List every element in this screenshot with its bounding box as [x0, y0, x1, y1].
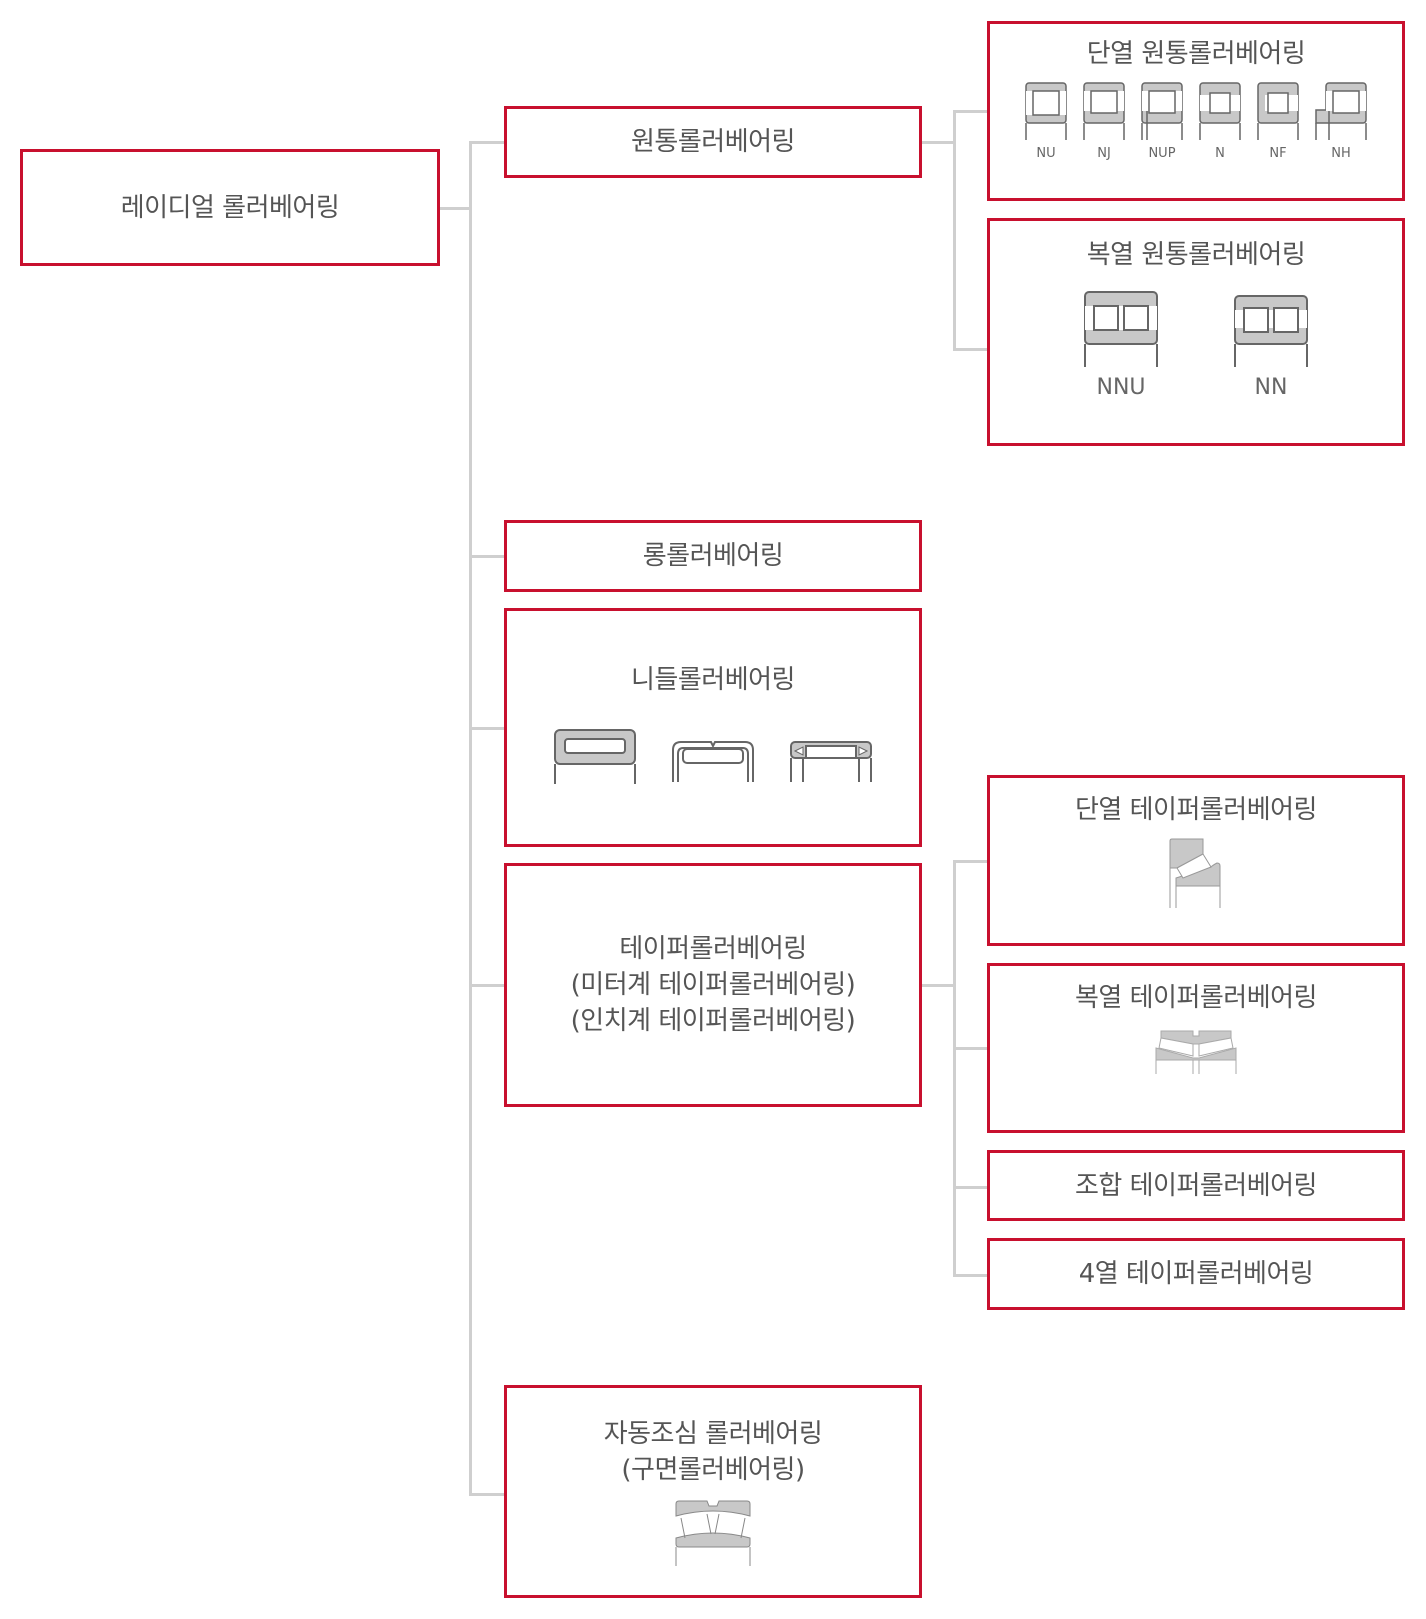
single-row-tapered-label: 단열 테이퍼롤러베어링	[1075, 795, 1317, 825]
connector-spherical	[469, 1493, 504, 1496]
type-NJ-label: NJ	[1097, 146, 1111, 161]
root-label: 레이디얼 롤러베어링	[120, 192, 340, 223]
type-NF: NF	[1257, 82, 1299, 161]
node-cylindrical[interactable]: 원통롤러베어링	[504, 106, 922, 178]
type-NJ: NJ	[1083, 82, 1125, 161]
needle-drawn-cup-icon-3	[790, 740, 872, 782]
node-combined-tapered[interactable]: 조합 테이퍼롤러베어링	[987, 1150, 1405, 1221]
node-double-row-tapered[interactable]: 복열 테이퍼롤러베어링	[987, 963, 1405, 1133]
single-row-cylindrical-label: 단열 원통롤러베어링	[1086, 39, 1306, 69]
type-NU-label: NU	[1036, 146, 1056, 161]
spherical-label-line1: 자동조심 롤러베어링	[603, 1418, 823, 1449]
connector-root	[440, 207, 471, 210]
nup-bearing-icon	[1141, 82, 1183, 140]
nj-bearing-icon	[1083, 82, 1125, 140]
root-node: 레이디얼 롤러베어링	[20, 149, 440, 266]
type-NNU: NNU	[1084, 291, 1158, 400]
node-single-row-tapered[interactable]: 단열 테이퍼롤러베어링	[987, 775, 1405, 946]
type-N-label: N	[1215, 146, 1225, 161]
type-NUP-label: NUP	[1148, 146, 1176, 161]
double-row-cylindrical-label: 복열 원통롤러베어링	[1086, 240, 1306, 270]
connector-tap-vertical	[953, 860, 956, 1277]
node-spherical[interactable]: 자동조심 롤러베어링 (구면롤러베어링)	[504, 1385, 922, 1598]
type-NH: NH	[1315, 82, 1367, 161]
connector-tap-out	[922, 984, 956, 987]
type-NN: NN	[1234, 295, 1308, 400]
connector-cyl-double	[953, 348, 987, 351]
node-single-row-cylindrical[interactable]: 단열 원통롤러베어링 NU NJ NUP N NF NH	[987, 21, 1405, 201]
type-NH-label: NH	[1331, 146, 1351, 161]
node-four-row-tapered[interactable]: 4열 테이퍼롤러베어링	[987, 1238, 1405, 1310]
connector-tap-double	[953, 1047, 987, 1050]
type-NNU-label: NNU	[1096, 375, 1146, 400]
n-bearing-icon	[1199, 82, 1241, 140]
nn-bearing-icon	[1234, 295, 1308, 367]
node-needle[interactable]: 니들롤러베어링	[504, 608, 922, 847]
double-row-tapered-label: 복열 테이퍼롤러베어링	[1075, 983, 1317, 1013]
spherical-label-line2: (구면롤러베어링)	[621, 1454, 805, 1485]
four-row-tapered-label: 4열 테이퍼롤러베어링	[1078, 1259, 1314, 1289]
connector-tap-single	[953, 860, 987, 863]
nu-bearing-icon	[1025, 82, 1067, 140]
combined-tapered-label: 조합 테이퍼롤러베어링	[1075, 1170, 1317, 1201]
needle-drawn-cup-icon-1	[554, 728, 636, 784]
node-double-row-cylindrical[interactable]: 복열 원통롤러베어링 NNU NN	[987, 218, 1405, 446]
cylindrical-label: 원통롤러베어링	[631, 127, 795, 157]
connector-cyl-vertical	[953, 110, 956, 351]
single-row-tapered-icon	[1169, 838, 1221, 908]
tapered-label-line3: (인치계 테이퍼롤러베어링)	[570, 1006, 856, 1036]
needle-drawn-cup-icon-2	[672, 740, 754, 782]
spherical-roller-bearing-icon	[675, 1500, 751, 1566]
nnu-bearing-icon	[1084, 291, 1158, 367]
type-NF-label: NF	[1269, 146, 1287, 161]
connector-long	[469, 555, 504, 558]
connector-cyl-out	[922, 141, 956, 144]
connector-cylindrical	[469, 141, 504, 144]
tapered-label-line2: (미터계 테이퍼롤러베어링)	[570, 970, 856, 1000]
type-NN-label: NN	[1254, 375, 1288, 400]
connector-tap-four	[953, 1274, 987, 1277]
connector-needle	[469, 727, 504, 730]
needle-label: 니들롤러베어링	[631, 664, 795, 695]
connector-tap-combined	[953, 1186, 987, 1189]
tapered-label-line1: 테이퍼롤러베어링	[619, 934, 807, 964]
node-long-roller[interactable]: 롱롤러베어링	[504, 520, 922, 592]
connector-cyl-single	[953, 110, 987, 113]
node-tapered[interactable]: 테이퍼롤러베어링 (미터계 테이퍼롤러베어링) (인치계 테이퍼롤러베어링)	[504, 863, 922, 1107]
type-N: N	[1199, 82, 1241, 161]
double-row-tapered-icon	[1155, 1030, 1237, 1074]
connector-main-vertical	[469, 141, 472, 1496]
long-roller-label: 롱롤러베어링	[642, 541, 784, 571]
type-NU: NU	[1025, 82, 1067, 161]
nf-bearing-icon	[1257, 82, 1299, 140]
connector-tapered	[469, 984, 504, 987]
nh-bearing-icon	[1315, 82, 1367, 140]
type-NUP: NUP	[1141, 82, 1183, 161]
